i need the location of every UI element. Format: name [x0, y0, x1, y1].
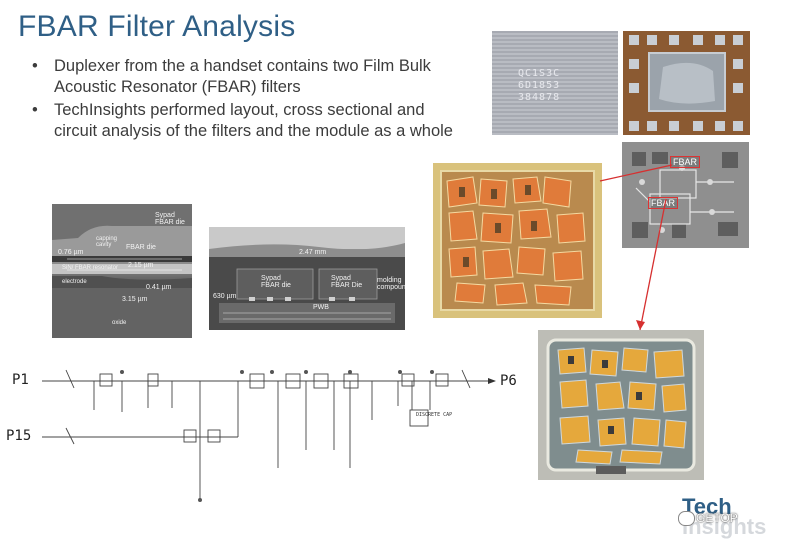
callout-line: [599, 164, 673, 182]
sem-dim-label: 0.76 µm: [58, 249, 84, 256]
port-label-p6: P6: [500, 373, 517, 389]
package-backside-graphic: [623, 31, 750, 135]
techinsights-logo: Tech Insights: [682, 494, 792, 544]
wechat-icon: [678, 511, 695, 526]
sem-dim-label: 3.15 µm: [122, 296, 148, 303]
bullet-item: TechInsights performed layout, cross sec…: [28, 100, 458, 142]
sem-cross-section-image: Sypad FBAR die FBAR die 0.76 µm 2.15 µm …: [52, 204, 192, 338]
slide-title: FBAR Filter Analysis: [18, 10, 296, 43]
package-marking-text: QC1S3C 6D1853 384878: [518, 68, 560, 104]
package-marking-image: QC1S3C 6D1853 384878: [492, 31, 618, 135]
xray-graphic: [622, 142, 749, 248]
sem-layer-label: capping cavity: [96, 236, 118, 248]
fbar-die-graphic: [538, 330, 704, 480]
fbar-die-graphic: [433, 163, 602, 318]
discrete-cap-box: [409, 409, 429, 427]
discrete-cap-label: DISCRETE CAP: [416, 412, 452, 418]
fbar-die-photo: [433, 163, 602, 318]
sem-dim-label: 0.41 µm: [146, 284, 172, 291]
sem-layer-label: SiN/ FBAR resonator: [62, 265, 119, 271]
sem-die-label: FBAR die: [126, 244, 156, 251]
port-label-p15: P15: [6, 428, 32, 444]
cross-section-die-label: Sypad FBAR Die: [331, 275, 363, 289]
sem-cross-section-graphic: [52, 204, 192, 338]
callout-line: [639, 198, 667, 331]
logo-text-bottom: Insights: [682, 514, 767, 539]
cross-section-pwb-label: PWB: [313, 304, 329, 311]
cross-section-dim-label: 630 µm: [213, 293, 237, 300]
sem-substrate-label: oxide: [112, 320, 127, 326]
marking-line: 6D1853: [518, 80, 561, 91]
fbar-label: FBAR: [670, 156, 701, 168]
xray-image: FBAR FBAR: [622, 142, 749, 248]
bullet-item: Duplexer from the a handset contains two…: [28, 56, 458, 98]
module-cross-section-graphic: [209, 227, 405, 330]
marking-line: QC1S3C: [518, 68, 561, 79]
cross-section-compound-label: molding compound: [377, 277, 405, 291]
watermark: GETOP: [696, 511, 738, 525]
fbar-die-photo: [538, 330, 704, 480]
sem-dim-label: 2.15 µm: [128, 262, 154, 269]
bullet-list: Duplexer from the a handset contains two…: [28, 56, 458, 144]
marking-line: 384878: [518, 92, 561, 103]
module-cross-section-image: 2.47 mm 630 µm Sypad FBAR die Sypad FBAR…: [209, 227, 405, 330]
circuit-schematic: DISCRETE CAP: [42, 369, 496, 502]
arrow-head: [636, 320, 645, 330]
sem-top-label: Sypad FBAR die: [155, 212, 185, 226]
cross-section-dim-label: 2.47 mm: [299, 249, 327, 256]
resonator-blocks: [99, 373, 449, 443]
port-label-p1: P1: [12, 372, 29, 388]
shunt-branches: [93, 381, 431, 468]
cross-section-die-label: Sypad FBAR die: [261, 275, 291, 289]
fbar-label: FBAR: [648, 197, 679, 209]
package-backside-image: [623, 31, 750, 135]
sem-layer-label: electrode: [62, 279, 87, 285]
